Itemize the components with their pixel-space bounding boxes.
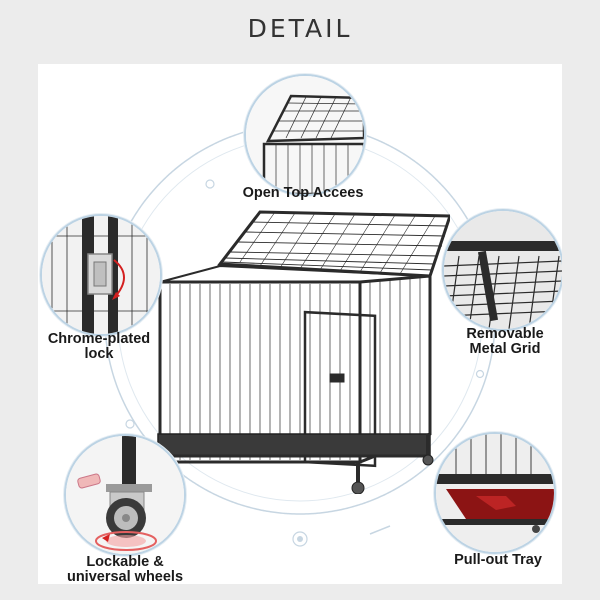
lock-label-line1: Chrome-plated [47, 331, 151, 347]
lock-label: Chrome-plated lock [38, 332, 164, 362]
wheels-label-line1: Lockable & [86, 554, 164, 570]
tray-label: Pull-out Tray [454, 552, 542, 568]
metal-grid-detail-icon [442, 209, 562, 331]
wheels-label-line2: universal wheels [66, 569, 184, 585]
cage-illustration [155, 210, 450, 494]
wheel-detail-icon [64, 434, 186, 556]
metal-grid-label: Removable Metal Grid [450, 327, 560, 357]
lock-label-line2: lock [84, 346, 114, 362]
detail-panel: Open Top Accees Chrome-plated lock [38, 64, 562, 584]
wheels-label: Lockable & universal wheels [50, 554, 200, 585]
page-title: DETAIL [247, 14, 353, 43]
metal-grid-label-line1: Removable [466, 326, 544, 342]
tray-detail-icon [434, 432, 556, 554]
metal-grid-label-line2: Metal Grid [469, 341, 541, 357]
open-top-label: Open Top Accees [242, 185, 364, 201]
lock-detail-icon [40, 214, 162, 336]
open-top-detail-icon [244, 74, 366, 196]
